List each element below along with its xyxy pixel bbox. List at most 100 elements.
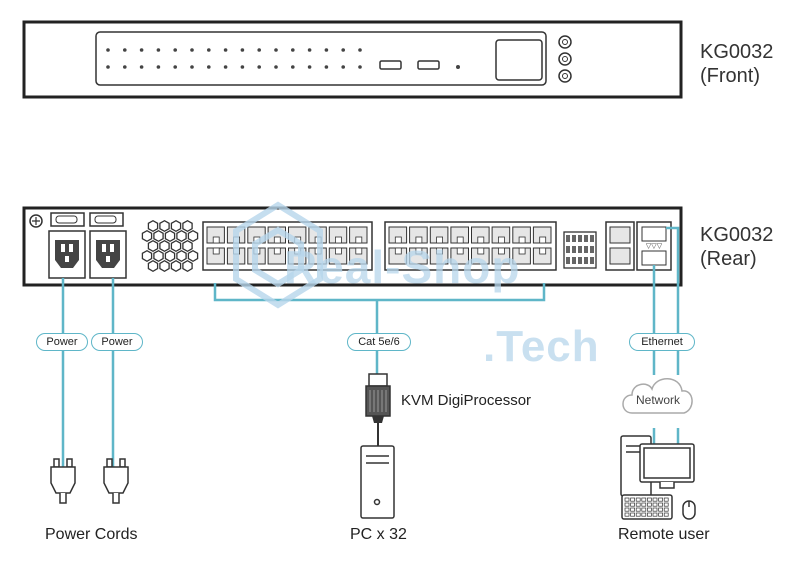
cat-cable-bus (213, 283, 546, 302)
front-port-led (341, 65, 346, 69)
kvm-port-latch (334, 236, 342, 244)
front-port-led (358, 65, 362, 69)
front-port-led (123, 65, 127, 69)
fan-vent-cell (170, 259, 182, 273)
kvm-port-latch (394, 236, 402, 244)
front-port-led (341, 48, 346, 52)
pc-count-label: PC x 32 (350, 526, 407, 543)
front-port-led (324, 65, 329, 69)
terminal-pin (578, 257, 582, 264)
kvm-port-latch (273, 247, 281, 255)
front-port-led (106, 48, 110, 52)
watermark-logo-icon (233, 201, 323, 309)
kvm-port-latch (212, 236, 220, 244)
kvm-port-latch (539, 236, 547, 244)
front-side-label: (Front) (700, 65, 760, 87)
kvm-digiprocessor-label: KVM DigiProcessor (401, 392, 532, 409)
front-port-led (190, 48, 194, 52)
keyboard-key (652, 507, 658, 512)
keyboard-key (652, 502, 658, 507)
front-port-led (274, 65, 278, 69)
front-port-led (257, 65, 262, 69)
front-port-led (190, 65, 194, 69)
fan-vent-cell (164, 249, 176, 263)
keyboard-key (630, 512, 635, 517)
front-lcd-display (495, 39, 543, 81)
terminal-pin (572, 257, 576, 264)
chain-ports (605, 221, 635, 271)
ethernet-pill: Ethernet (629, 333, 695, 351)
fan-vent-cell (182, 239, 193, 253)
front-port-led (307, 65, 312, 69)
cat-cable-pill: Cat 5e/6 (347, 333, 411, 351)
kvm-digiprocessor-icon (365, 373, 391, 446)
fan-vent-cell (187, 229, 199, 243)
terminal-block (563, 231, 597, 269)
front-led (456, 65, 460, 69)
terminal-pin (566, 246, 570, 253)
power-cords-label: Power Cords (45, 526, 138, 543)
keyboard-key (647, 507, 652, 512)
terminal-pin (572, 246, 576, 253)
fan-vent-cell (159, 239, 170, 253)
power-socket-2 (89, 230, 127, 279)
front-port-led (173, 65, 177, 69)
kvm-port-blocks (202, 221, 557, 271)
keyboard-key (635, 507, 641, 512)
fan-vent-cell (159, 219, 170, 233)
fan-vent-cell (187, 249, 199, 263)
fan-vent-cell (153, 229, 164, 243)
keyboard-key (663, 507, 669, 512)
kvm-port-latch (456, 236, 464, 244)
power-pill-2: Power (91, 333, 143, 351)
front-port-led (291, 48, 295, 52)
front-port-led (139, 48, 144, 52)
keyboard-key (635, 497, 641, 502)
fan-vent-cell (176, 249, 187, 263)
keyboard-key (641, 497, 647, 502)
terminal-pin (584, 246, 588, 253)
fan-vent-cell (147, 259, 159, 273)
keyboard-key (624, 512, 630, 517)
front-port-led (156, 65, 161, 69)
front-port-led (123, 48, 127, 52)
kvm-port-latch (497, 236, 505, 244)
kvm-port-latch (518, 236, 526, 244)
front-port-led (307, 48, 312, 52)
front-port-led (207, 65, 211, 69)
ground-screw-icon (29, 214, 43, 228)
front-port-led (173, 48, 177, 52)
front-port-led (223, 65, 228, 69)
fan-vent-cell (182, 259, 193, 273)
fan-vent-cell (159, 259, 170, 273)
front-port-led (139, 65, 144, 69)
keyboard-key (624, 502, 630, 507)
keyboard-key (647, 512, 652, 517)
power-pill-1: Power (36, 333, 88, 351)
terminal-pin (584, 235, 588, 242)
front-port-led (207, 48, 211, 52)
kvm-port-latch (212, 247, 220, 255)
terminal-pin (572, 235, 576, 242)
power-plug-icon-1 (50, 458, 76, 504)
keyboard-key (624, 497, 630, 502)
front-port-led (223, 48, 228, 52)
front-port-led (156, 48, 161, 52)
keyboard-key (658, 502, 663, 507)
remote-user-label: Remote user (618, 526, 710, 543)
fan-vent-cell (141, 249, 153, 263)
front-port-leds (106, 48, 362, 69)
kvm-port-latch (436, 236, 444, 244)
terminal-pin (590, 246, 594, 253)
keyboard-key (630, 507, 635, 512)
terminal-pin (578, 235, 582, 242)
ethernet-cable-3 (666, 226, 680, 375)
kvm-port-latch (456, 247, 464, 255)
terminal-pin (584, 257, 588, 264)
keyboard-key (652, 497, 658, 502)
kvm-port-latch (477, 247, 485, 255)
fan-vent-cell (182, 219, 193, 233)
keyboard-key (635, 502, 641, 507)
kvm-port-latch (497, 247, 505, 255)
kvm-port-latch (436, 247, 444, 255)
